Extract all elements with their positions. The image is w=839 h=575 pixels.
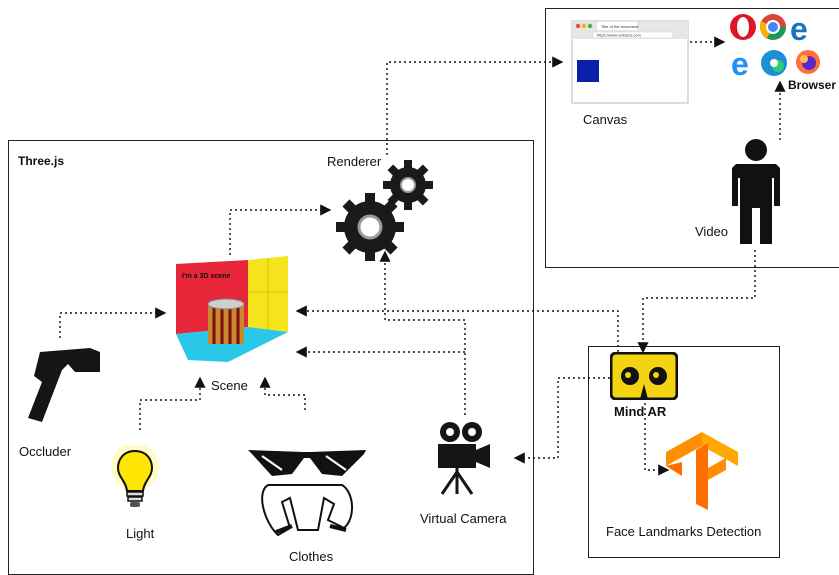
browser-tab-title: Title of the document	[601, 24, 639, 29]
browser-label: Browser	[788, 78, 837, 92]
clothes-icon	[248, 450, 366, 537]
ie-icon: e	[790, 12, 808, 47]
mindar-to-scene-connector	[295, 305, 619, 352]
opera-icon	[730, 14, 756, 40]
browser-url: https://www.w3docs.com	[597, 33, 641, 38]
mindar-cardboard-icon	[610, 352, 678, 400]
clothes-to-scene-connector	[259, 376, 306, 410]
virtual-camera-label: Virtual Camera	[420, 511, 507, 526]
scene-to-renderer-connector	[229, 204, 332, 255]
occluder-to-scene-connector	[59, 307, 167, 338]
renderer-label: Renderer	[327, 154, 382, 169]
renderer-to-canvas-connector	[386, 56, 564, 155]
svg-text:e: e	[790, 12, 808, 47]
occluder-label: Occluder	[19, 444, 72, 459]
light-label: Light	[126, 526, 155, 541]
video-person-icon	[732, 139, 780, 244]
edge-legacy-icon: e	[731, 46, 749, 82]
mindar-label: Mind AR	[614, 404, 667, 419]
virtual-camera-icon	[438, 422, 490, 495]
mindar-to-camera-connector	[513, 377, 610, 464]
chrome-icon	[759, 14, 786, 40]
tensorflow-logo-icon	[666, 432, 738, 510]
mindar-to-facelandmarks-connector	[644, 398, 670, 476]
firefox-icon	[796, 50, 820, 74]
threejs-label: Three.js	[18, 154, 65, 168]
browser-container	[545, 8, 839, 268]
clothes-label: Clothes	[289, 549, 334, 564]
svg-text:e: e	[731, 46, 749, 82]
video-label: Video	[695, 224, 729, 239]
canvas-browser-window: Title of the document https://www.w3docs…	[571, 20, 689, 104]
edge-icon	[761, 50, 787, 76]
mindar-container	[588, 346, 780, 558]
browser-icons-group: e e	[730, 12, 820, 82]
scene-3d-illustration: I'm a 3D scene	[176, 256, 288, 362]
occluder-icon	[28, 348, 100, 422]
scene-caption: I'm a 3D scene	[182, 273, 230, 280]
renderer-gears-icon	[336, 160, 433, 261]
canvas-label: Canvas	[583, 112, 628, 127]
light-to-scene-connector	[139, 376, 206, 430]
light-bulb-icon	[111, 445, 159, 507]
scene-label: Scene	[211, 378, 248, 393]
video-to-mindar-connector	[637, 250, 756, 354]
camera-to-renderer-connector	[379, 250, 466, 415]
face-landmarks-label: Face Landmarks Detection	[606, 524, 762, 539]
